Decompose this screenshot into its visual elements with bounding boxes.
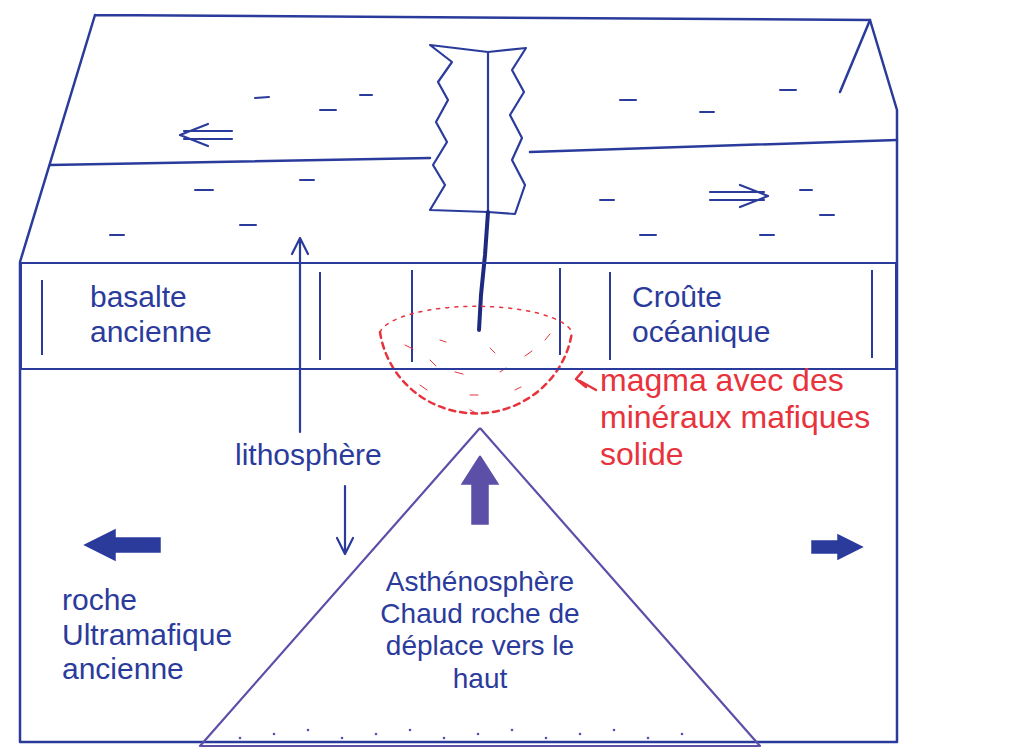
node-text: basalte ancienne <box>90 280 290 349</box>
speck <box>307 729 310 732</box>
lithosphere-arrows-part <box>337 486 353 554</box>
plate-motion-arrow-part <box>180 124 208 146</box>
speck <box>341 737 344 740</box>
rock-label: roche Ultramafique ancienne <box>62 583 277 687</box>
rift-walls-part <box>488 48 526 214</box>
rift-crack <box>479 212 488 330</box>
magma-callout: magma avec des minéraux mafiques solide <box>600 362 960 472</box>
plate-motion-arrow-part <box>710 192 764 200</box>
layer-label: lithosphère <box>235 438 415 473</box>
speck <box>409 729 412 732</box>
block-outline-part <box>50 140 897 165</box>
divergence-arrows-part <box>812 535 862 559</box>
node-text: Croûte océanique <box>632 280 847 349</box>
crust-joints <box>42 268 872 362</box>
water-flow-marks <box>110 90 834 235</box>
rift-crack-part <box>479 212 488 330</box>
speck <box>273 733 276 736</box>
divergence-arrows-part <box>85 530 160 560</box>
water-flow-marks-part <box>600 90 834 235</box>
lithosphere-arrows-part <box>292 238 308 432</box>
crust-band: basalte ancienne Croûte océanique <box>20 262 897 370</box>
node-text: Asthénosphère Chaud roche de déplace ver… <box>360 566 600 695</box>
plate-motion-arrow-part <box>184 131 232 139</box>
plate-motion-arrow <box>180 124 768 207</box>
magma-chamber <box>380 306 572 413</box>
speck <box>239 737 242 740</box>
rift-walls <box>430 45 526 214</box>
asthenosphere-zone: Asthénosphère Chaud roche de déplace ver… <box>200 428 760 746</box>
magma-chamber-part <box>380 306 572 332</box>
speck <box>545 737 548 740</box>
speck <box>647 737 650 740</box>
speck <box>443 737 446 740</box>
upwelling-arrow <box>462 456 498 524</box>
triangle-edge <box>200 428 760 746</box>
block-outline-part <box>840 20 870 92</box>
speck <box>681 733 684 736</box>
magma-chamber-part <box>405 334 550 413</box>
speck <box>511 729 514 732</box>
magma-leader-arrow-part <box>576 372 586 387</box>
crust-joints-part <box>42 268 872 362</box>
magma-chamber-part <box>380 332 572 413</box>
water-flow-marks-part <box>110 95 372 235</box>
speck <box>375 733 378 736</box>
divergence-arrows <box>85 530 862 560</box>
speck <box>613 729 616 732</box>
speck <box>477 733 480 736</box>
lithosphere-arrows <box>292 238 353 554</box>
speck <box>579 733 582 736</box>
plate-motion-arrow-part <box>740 185 768 207</box>
rift-walls-part <box>430 45 488 212</box>
magma-leader-arrow <box>576 372 596 390</box>
